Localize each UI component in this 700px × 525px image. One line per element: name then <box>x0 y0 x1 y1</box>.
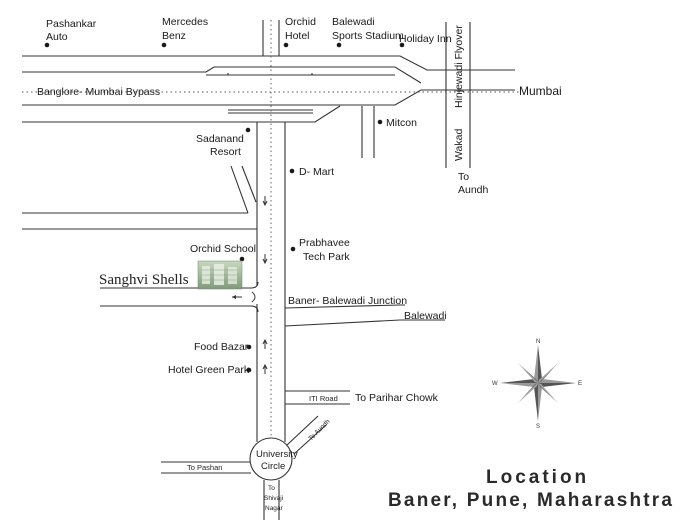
label-mercedes: Mercedes <box>162 16 208 28</box>
university-circle <box>161 415 327 520</box>
label-food-bazar: Food Bazar <box>194 341 249 353</box>
label-to-shivaji-2: Shivaji <box>264 495 283 502</box>
left-side-streets <box>22 212 259 313</box>
label-balewadi-stadium-2: Sports Stadium <box>332 30 404 42</box>
label-to-pashan: To Pashan <box>187 463 222 472</box>
compass-east: E <box>578 381 582 387</box>
iti-road <box>285 390 350 405</box>
label-mitcon: Mitcon <box>386 117 417 129</box>
mitcon-road <box>361 106 375 158</box>
label-dmart: D- Mart <box>299 166 334 178</box>
balewadi-road <box>284 304 445 327</box>
label-prabhavee-2: Tech Park <box>303 251 350 263</box>
label-prabhavee: Prabhavee <box>299 237 350 249</box>
label-hotel-green-park: Hotel Green Park <box>168 364 250 376</box>
sadanand-diagonal-road <box>230 165 257 214</box>
label-orchid-hotel: Orchid <box>285 16 316 28</box>
title-location: Location <box>486 467 589 488</box>
direction-arrows <box>262 196 268 374</box>
label-sadanand: Sadanand <box>196 133 244 145</box>
compass-north: N <box>536 339 540 345</box>
label-holiday-inn: Holiday Inn <box>399 33 452 45</box>
label-to-shivaji: To <box>268 485 275 492</box>
map-labels: Pashankar Auto Mercedes Benz Orchid Hote… <box>37 16 562 512</box>
label-bypass: Banglore- Mumbai Bypass <box>37 86 160 98</box>
label-balewadi-stadium: Balewadi <box>332 16 375 28</box>
label-to-shivaji-3: Nagar <box>265 505 284 512</box>
label-to-parihar: To Parihar Chowk <box>355 392 439 404</box>
label-junction: Baner- Balewadi Junction <box>288 295 407 307</box>
label-balewadi: Balewadi <box>404 310 447 322</box>
label-iti-road: ITI Road <box>309 394 338 403</box>
location-title: Location Baner, Pune, Maharashtra <box>388 467 674 511</box>
sanghvi-shells-building <box>197 260 243 290</box>
location-dots <box>44 42 405 373</box>
label-wakad: Wakad <box>453 129 465 161</box>
hinjewadi-flyover-road <box>445 22 471 168</box>
compass-rose-icon: N S E W <box>492 339 582 430</box>
label-orchid-school: Orchid School <box>190 243 256 255</box>
compass-west: W <box>492 381 498 387</box>
title-place: Baner, Pune, Maharashtra <box>388 490 674 511</box>
label-university-2: Circle <box>261 461 285 472</box>
label-to-aundh: To <box>458 171 469 183</box>
label-mumbai: Mumbai <box>519 84 562 98</box>
label-to-aundh-2: Aundh <box>458 184 489 196</box>
label-pashankar: Pashankar <box>46 18 97 30</box>
label-hinjewadi-flyover: Hinjewadi Flyover <box>453 25 465 108</box>
compass-south: S <box>536 424 540 430</box>
baner-road <box>256 20 286 442</box>
label-sanghvi-shells: Sanghvi Shells <box>99 272 189 288</box>
label-university: University <box>256 449 298 460</box>
label-mercedes-2: Benz <box>162 30 186 42</box>
label-sadanand-2: Resort <box>210 146 241 158</box>
label-pashankar-2: Auto <box>46 31 68 43</box>
label-orchid-hotel-2: Hotel <box>285 30 310 42</box>
